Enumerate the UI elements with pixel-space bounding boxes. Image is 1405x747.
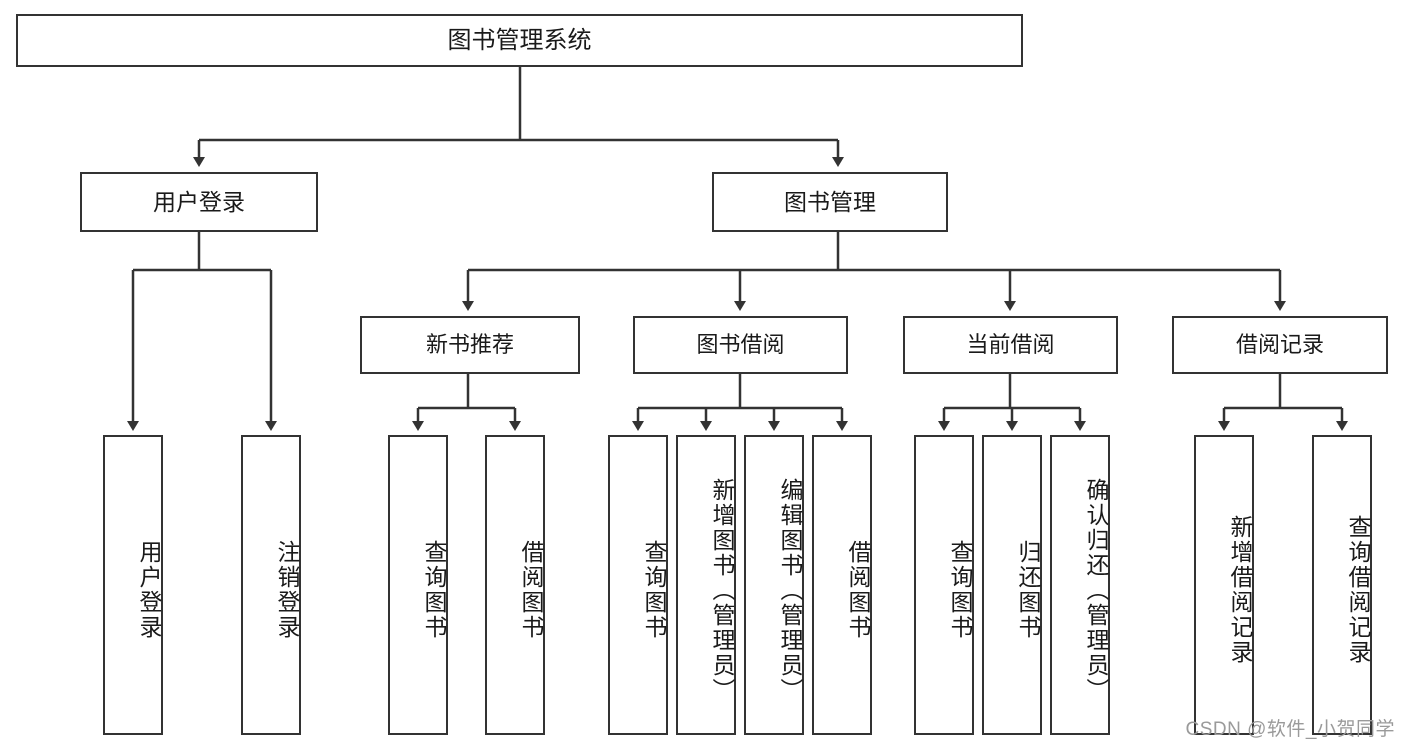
node-label: 查询借阅记录 — [1345, 515, 1371, 665]
node-label: 借阅记录 — [1235, 332, 1324, 358]
leaf-user-login-signout[interactable]: 注销登录 — [241, 435, 301, 735]
node-label: 归还图书 — [1015, 540, 1041, 640]
leaf-borrow-add-book-admin[interactable]: 新增图书（管理员） — [676, 435, 736, 735]
node-label: 查询图书 — [947, 540, 973, 640]
node-book-management[interactable]: 图书管理 — [712, 172, 948, 232]
leaf-record-query-record[interactable]: 查询借阅记录 — [1312, 435, 1372, 735]
node-label: 注销登录 — [274, 540, 300, 640]
node-label: 当前借阅 — [966, 332, 1055, 358]
node-user-login[interactable]: 用户登录 — [80, 172, 318, 232]
leaf-recommend-borrow-book[interactable]: 借阅图书 — [485, 435, 545, 735]
node-label: 用户登录 — [153, 188, 245, 215]
node-current-borrow[interactable]: 当前借阅 — [903, 316, 1118, 374]
node-label: 新增借阅记录 — [1227, 515, 1253, 665]
watermark-text: CSDN @软件_小贺同学 — [1185, 719, 1395, 740]
leaf-record-add-record[interactable]: 新增借阅记录 — [1194, 435, 1254, 735]
leaf-borrow-query-book[interactable]: 查询图书 — [608, 435, 668, 735]
node-label: 新书推荐 — [425, 332, 514, 358]
node-label: 借阅图书 — [845, 540, 871, 640]
node-label: 借阅图书 — [518, 540, 544, 640]
node-label: 图书管理 — [784, 188, 876, 215]
leaf-borrow-borrow-book[interactable]: 借阅图书 — [812, 435, 872, 735]
leaf-current-confirm-return-admin[interactable]: 确认归还（管理员） — [1050, 435, 1110, 735]
node-label: 图书管理系统 — [447, 26, 592, 54]
leaf-recommend-query-book[interactable]: 查询图书 — [388, 435, 448, 735]
node-label: 用户登录 — [136, 540, 162, 640]
leaf-current-return-book[interactable]: 归还图书 — [982, 435, 1042, 735]
leaf-user-login-signin[interactable]: 用户登录 — [103, 435, 163, 735]
node-borrow-record[interactable]: 借阅记录 — [1172, 316, 1388, 374]
leaf-current-query-book[interactable]: 查询图书 — [914, 435, 974, 735]
node-label: 查询图书 — [421, 540, 447, 640]
node-label: 确认归还（管理员） — [1083, 477, 1109, 703]
node-root-system[interactable]: 图书管理系统 — [16, 14, 1023, 67]
node-book-borrow[interactable]: 图书借阅 — [633, 316, 848, 374]
node-label: 编辑图书（管理员） — [777, 477, 803, 703]
node-label: 图书借阅 — [696, 332, 785, 358]
node-label: 新增图书（管理员） — [709, 477, 735, 703]
node-new-book-recommend[interactable]: 新书推荐 — [360, 316, 580, 374]
leaf-borrow-edit-book-admin[interactable]: 编辑图书（管理员） — [744, 435, 804, 735]
node-label: 查询图书 — [641, 540, 667, 640]
